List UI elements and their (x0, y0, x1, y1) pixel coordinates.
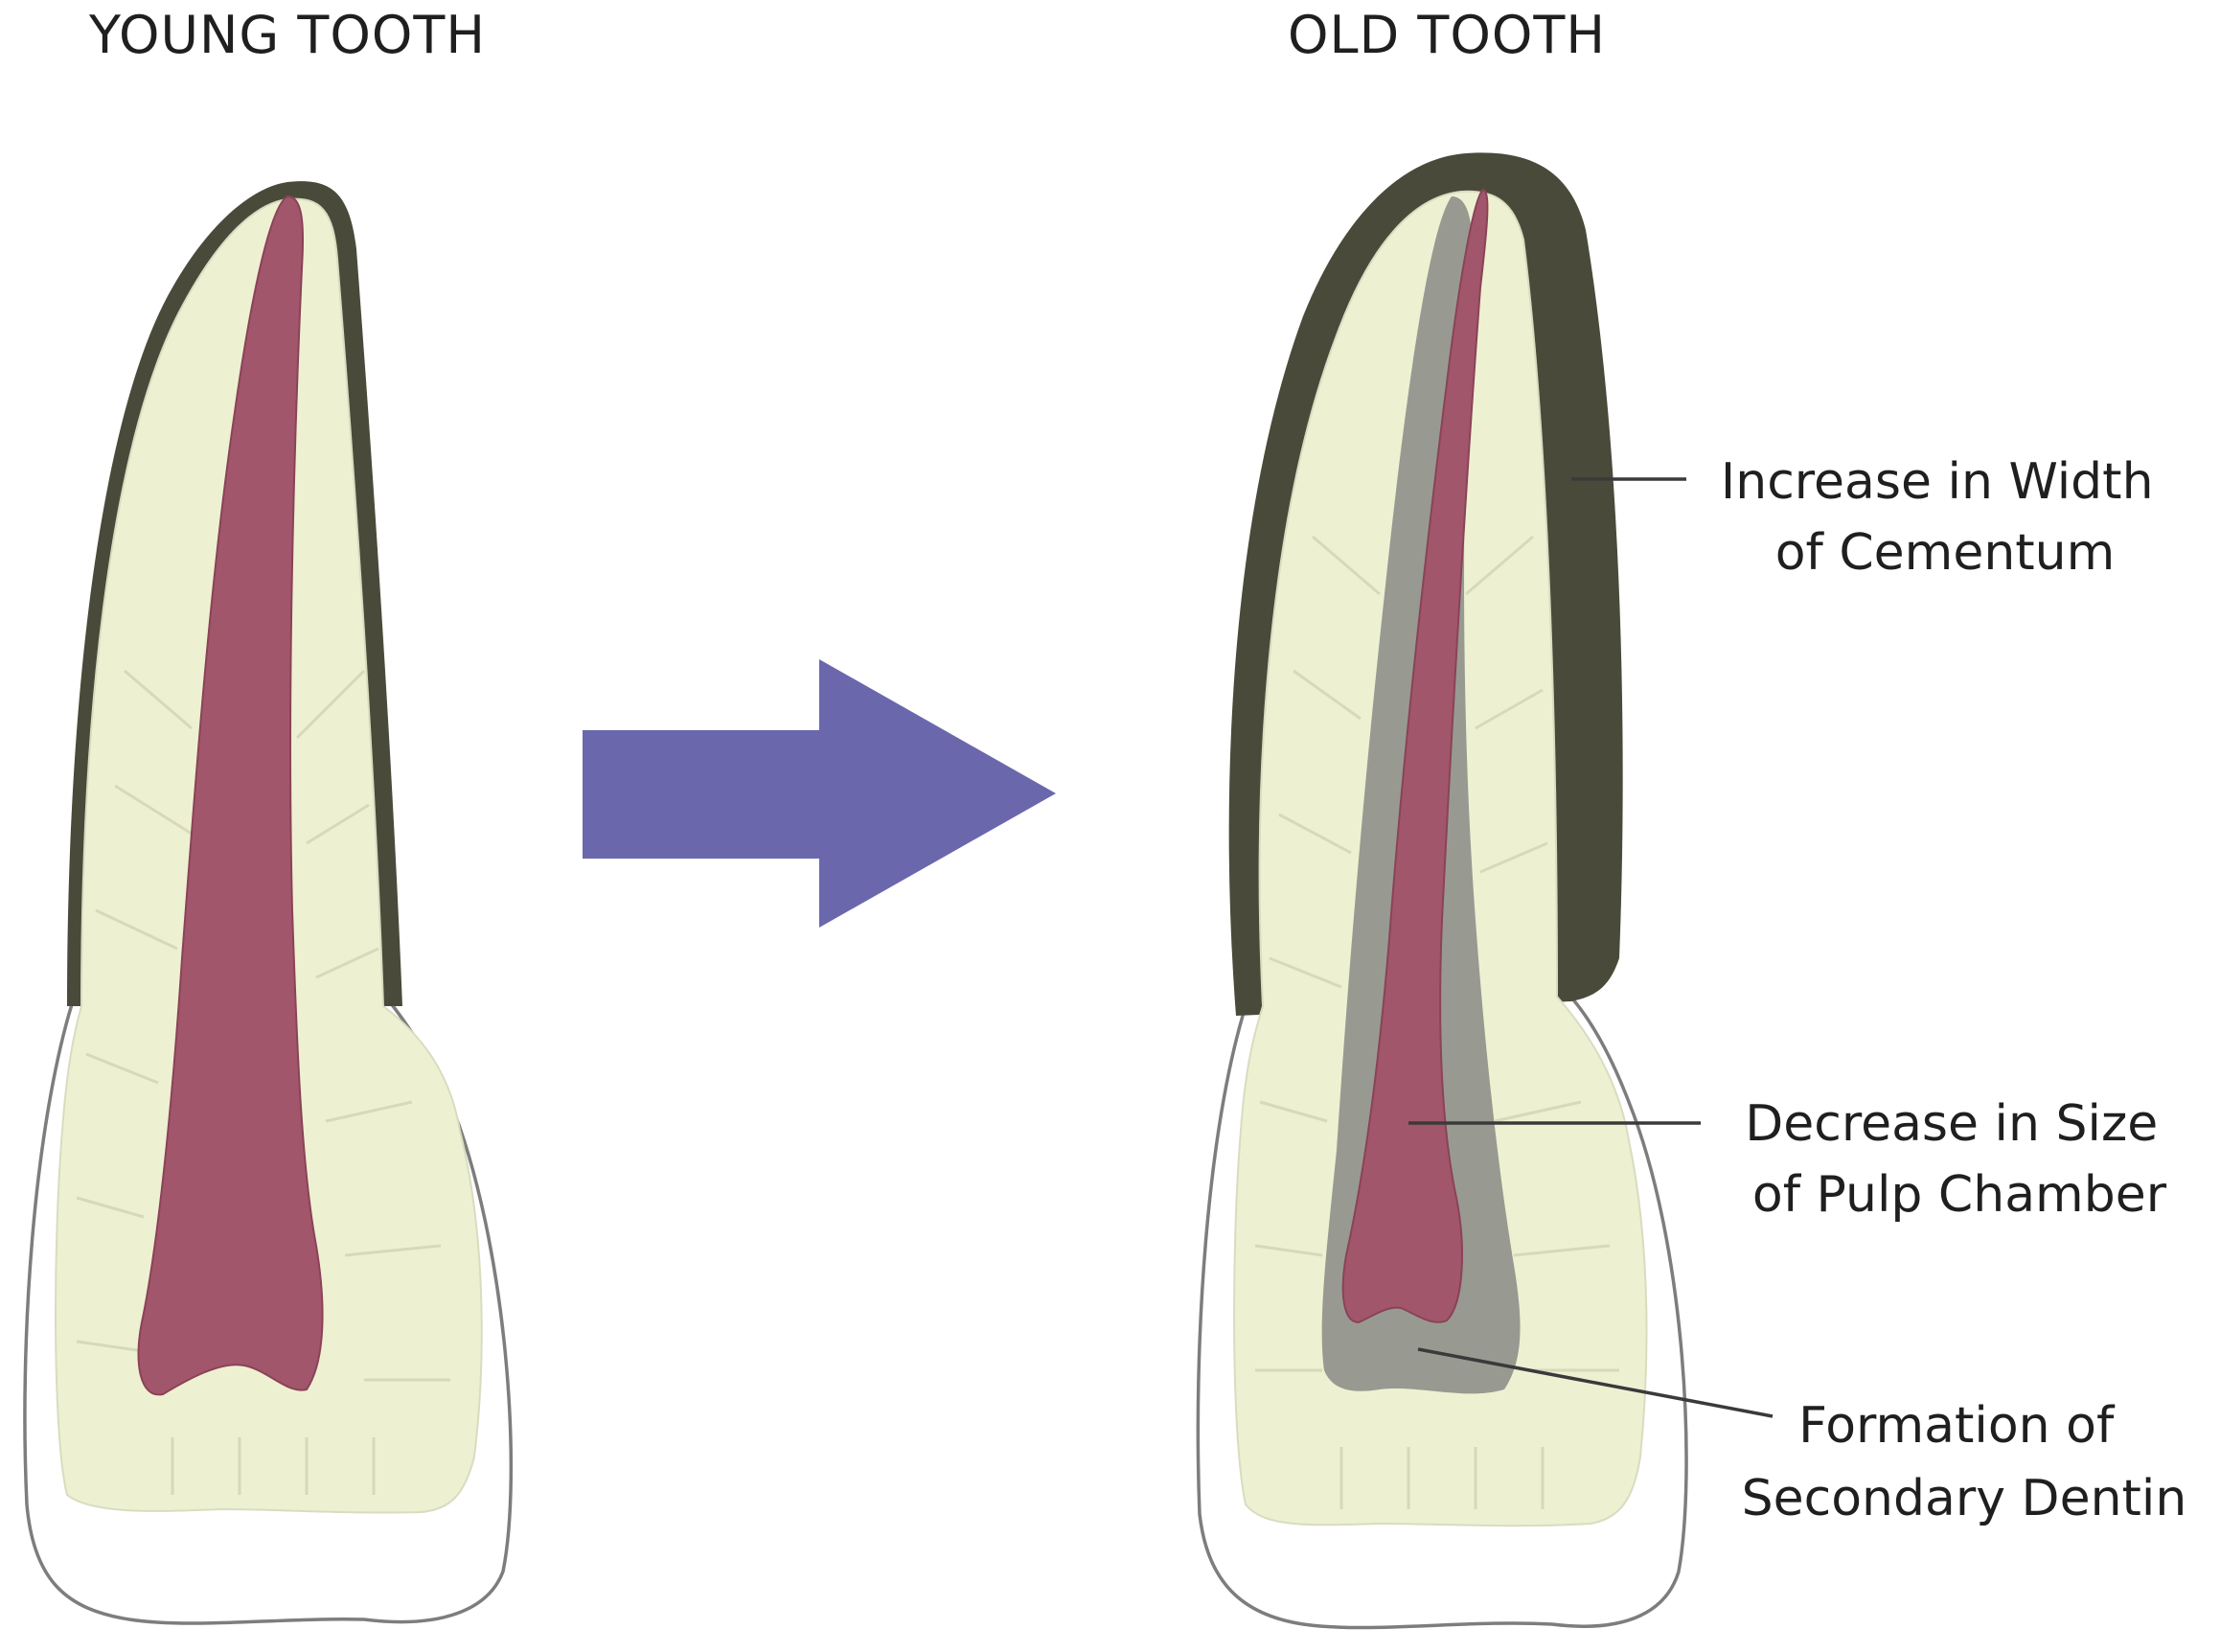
old-tooth-title: OLD TOOTH (1288, 5, 1606, 65)
young-tooth-illustration (23, 181, 514, 1625)
cementum-label-line-2: of Cementum (1775, 524, 2116, 582)
old-pulp (1341, 188, 1489, 1324)
young-pulp (137, 195, 324, 1396)
young-dentin-tubules (76, 669, 450, 1495)
pulp-label-line-2: of Pulp Chamber (1752, 1166, 2167, 1224)
pulp-label-line-1: Decrease in Size (1745, 1095, 2158, 1153)
arrow-right-icon (583, 659, 1056, 928)
cementum-label: Increase in Width of Cementum (1721, 453, 2169, 582)
pulp-label: Decrease in Size of Pulp Chamber (1745, 1095, 2174, 1224)
secondary-dentin-label-line-2: Secondary Dentin (1742, 1470, 2187, 1527)
secondary-dentin-label: Formation of Secondary Dentin (1742, 1397, 2187, 1527)
young-tooth-title: YOUNG TOOTH (88, 5, 486, 65)
secondary-dentin-leader-line (1417, 1347, 1774, 1418)
cementum-label-line-1: Increase in Width (1721, 453, 2154, 511)
old-tooth-illustration (1196, 152, 1688, 1630)
old-dentin-tubules (1254, 535, 1619, 1509)
secondary-dentin-label-line-1: Formation of (1798, 1397, 2116, 1455)
